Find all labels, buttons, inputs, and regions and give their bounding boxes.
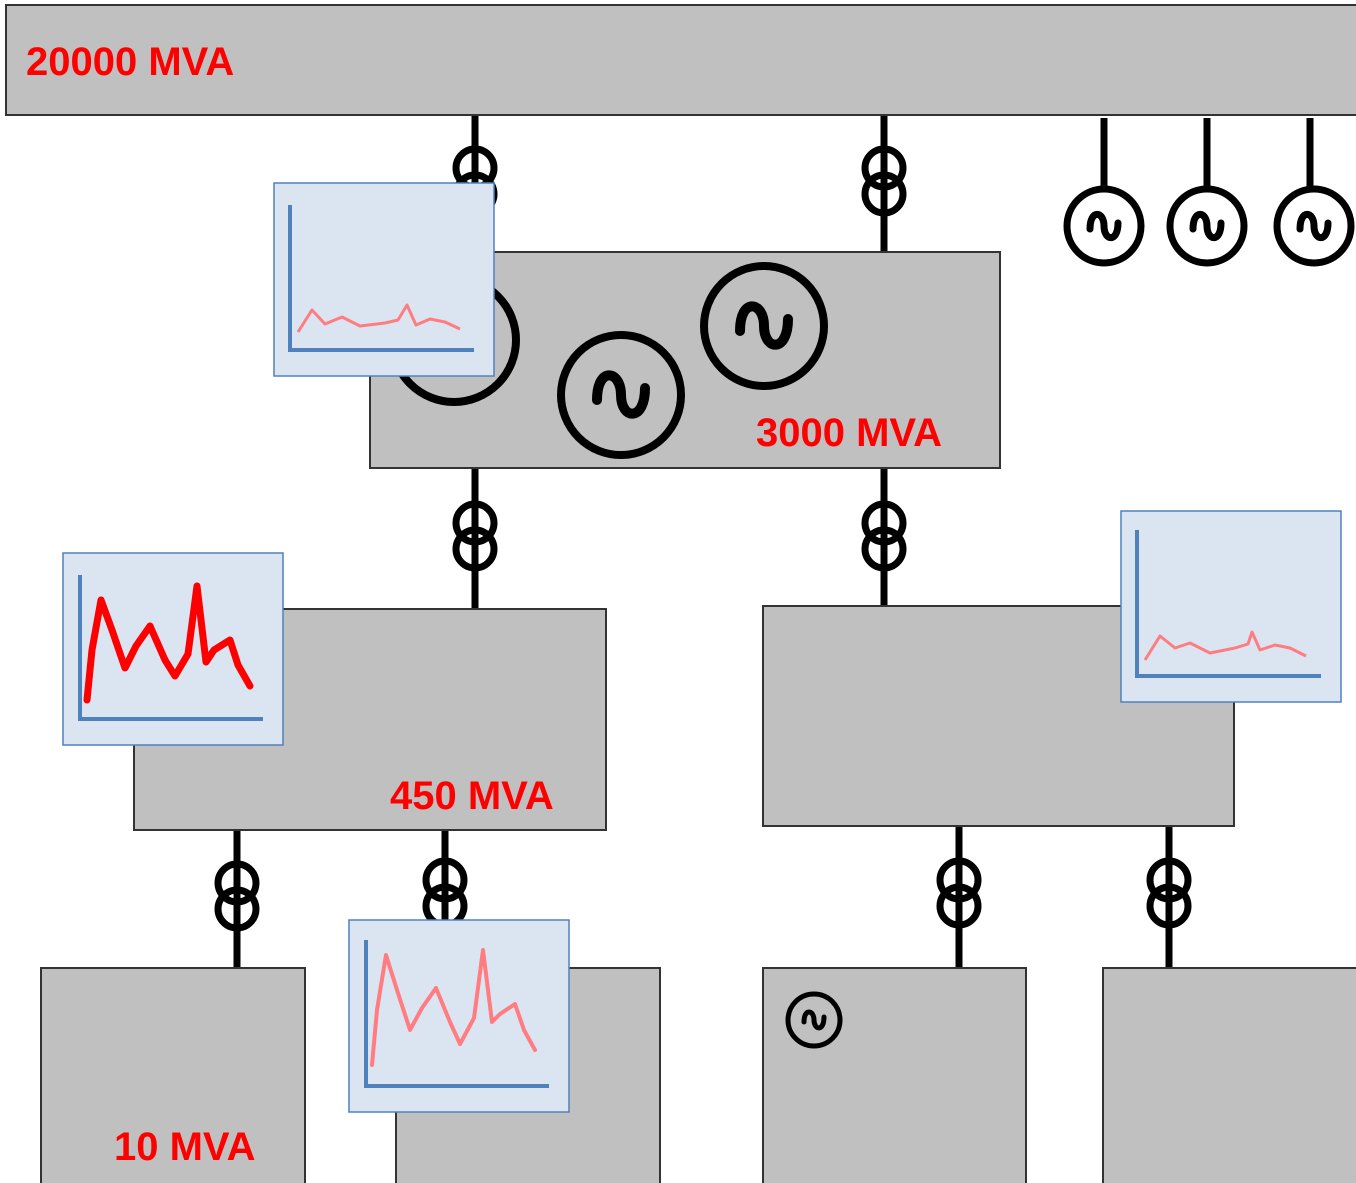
bus-20000-mva (5, 4, 1356, 116)
bus-label-20000-mva: 20000 MVA (26, 40, 235, 84)
generator-icon (1273, 185, 1355, 267)
bus-label-10-mva: 10 MVA (114, 1125, 256, 1169)
generator-icon (557, 331, 685, 459)
generator-icon (1063, 185, 1145, 267)
load-profile-chart-icon (1120, 510, 1342, 703)
generator-icon (1166, 185, 1248, 267)
load-profile-chart-icon (273, 182, 495, 377)
bus-label-3000-mva: 3000 MVA (756, 411, 943, 455)
bus-10-mva (40, 967, 306, 1183)
load-profile-chart-icon (62, 552, 284, 746)
bus-bottom-fourth (1102, 967, 1356, 1183)
load-profile-chart-icon (348, 919, 570, 1113)
generator-icon (700, 262, 828, 390)
generator-icon (785, 991, 843, 1049)
bus-bottom-third (762, 967, 1027, 1183)
bus-label-450-mva: 450 MVA (390, 774, 554, 818)
